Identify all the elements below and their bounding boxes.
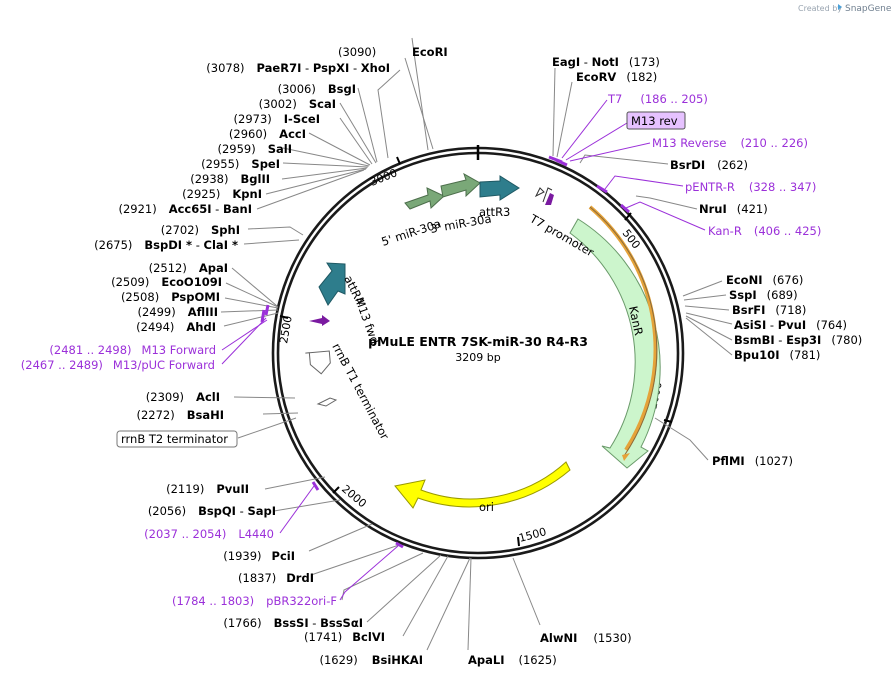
primer-label-m13-forward[interactable]: (2481 .. 2498)M13 Forward	[49, 343, 216, 357]
primer-leader-lines	[221, 99, 706, 601]
mir30-5-feature[interactable]	[404, 187, 445, 210]
primer-label-pentr-r[interactable]: pENTR-R(328 .. 347)	[685, 180, 816, 194]
primer-label-m13-puc-forward[interactable]: (2467 .. 2489)M13/pUC Forward	[21, 358, 215, 372]
enzyme-label-bsssi[interactable]: (1766)BssSI - BssSαI	[223, 616, 363, 630]
enzyme-label-ecori-pos: (3090)	[338, 45, 376, 59]
enzyme-label-ecori[interactable]: EcoRI	[412, 45, 448, 59]
primer-marks	[260, 155, 630, 549]
enzyme-label-bsihkai[interactable]: (1629)BsiHKAI	[319, 653, 423, 667]
t7-arrow-tip	[534, 187, 545, 198]
primer-labels: T7(186 .. 205) M13 rev M13 Reverse(210 .…	[607, 92, 821, 238]
enzyme-label-bspdi[interactable]: (2675)BspDI * - ClaI *	[94, 238, 238, 252]
enzyme-label-bclvi[interactable]: (1741)BclVI	[304, 630, 385, 644]
ori-feature[interactable]	[394, 461, 571, 509]
plasmid-name: pMuLE ENTR 7SK-miR-30 R4-R3	[368, 334, 588, 349]
enzyme-label-bspqi[interactable]: (2056)BspQI - SapI	[148, 504, 276, 518]
enzyme-label-bsmbi[interactable]: BsmBI - Esp3I(780)	[734, 333, 862, 347]
m13-fwd-mark	[309, 315, 330, 326]
enzyme-label-i-scei[interactable]: (2973)I-SceI	[234, 112, 320, 126]
enzyme-label-apali[interactable]: ApaLI(1625)	[468, 653, 557, 667]
enzyme-label-afliii[interactable]: (2499)AflIII	[137, 305, 218, 319]
primer-label-m13-rev: M13 rev	[631, 114, 678, 128]
enzyme-label-apai[interactable]: (2512)ApaI	[149, 261, 228, 275]
tick-label-500: 500	[620, 227, 643, 252]
enzyme-labels-left: (1629)BsiHKAI (1741)BclVI (1766)BssSI - …	[94, 61, 423, 667]
plasmid-size: 3209 bp	[455, 351, 500, 364]
primer-label-t7[interactable]: T7(186 .. 205)	[607, 92, 708, 106]
rrnb-terminator-icon	[305, 350, 331, 375]
tick-mark-2000	[332, 486, 340, 494]
tick-mark-2500	[279, 315, 289, 319]
enzyme-label-spei[interactable]: (2955)SpeI	[201, 157, 280, 171]
enzyme-label-bsgi[interactable]: (3006)BsgI	[278, 82, 356, 96]
tick-mark-1000	[663, 419, 673, 423]
t7-promoter-arrow-icon	[542, 187, 553, 203]
primer-label-kan-r[interactable]: Kan-R(406 .. 425)	[708, 224, 821, 238]
primer-label-m13-reverse[interactable]: M13 Reverse(210 .. 226)	[652, 136, 808, 150]
orf-arrowhead	[622, 453, 630, 461]
enzyme-label-bsrdi[interactable]: BsrDI(262)	[670, 158, 748, 172]
kanr-label: KanR	[626, 305, 646, 337]
mir30-3-feature[interactable]	[440, 172, 481, 198]
credit-label: Created by	[798, 4, 842, 13]
enzyme-label-acci[interactable]: (2960)AccI	[229, 127, 306, 141]
orf-outline-core	[589, 206, 658, 457]
enzyme-label-scai[interactable]: (3002)ScaI	[259, 97, 336, 111]
primer-labels-left: (2481 .. 2498)M13 Forward (2467 .. 2489)…	[21, 343, 337, 608]
tick-label-2500: 2500	[277, 315, 295, 345]
tick-mark-1500	[517, 536, 520, 547]
rrnb-t2-badge[interactable]	[116, 430, 238, 448]
enzyme-label-econi[interactable]: EcoNI(676)	[726, 273, 803, 287]
tick-mark-3000	[396, 156, 401, 165]
enzyme-label-eagi[interactable]: EagI - NotI(173)	[552, 55, 660, 69]
enzyme-label-pflmi[interactable]: PflMI(1027)	[712, 454, 793, 468]
tick-label-3000: 3000	[368, 166, 399, 189]
enzyme-label-bpu10i[interactable]: Bpu10I(781)	[734, 348, 820, 362]
enzyme-label-bglii[interactable]: (2938)BglII	[190, 172, 270, 186]
attr4-feature[interactable]	[318, 262, 346, 306]
enzyme-label-sali[interactable]: (2959)SalI	[217, 142, 292, 156]
enzyme-label-acli[interactable]: (2309)AclI	[146, 390, 220, 404]
enzyme-label-sspi[interactable]: SspI(689)	[729, 288, 798, 302]
brand-label: SnapGene	[845, 4, 892, 14]
primer-label-l4440[interactable]: (2037 .. 2054)L4440	[144, 527, 274, 541]
rrnb-t1-label: rrnB T1 terminator	[329, 341, 392, 442]
t7-promoter-mark	[545, 193, 554, 205]
kanr-feature[interactable]	[569, 218, 661, 469]
ori-label: ori	[479, 500, 494, 514]
enzyme-label-ahdi[interactable]: (2494)AhdI	[136, 320, 216, 334]
enzyme-label-ecoo109i[interactable]: (2509)EcoO109I	[111, 275, 222, 289]
enzyme-label-pcii[interactable]: (1939)PciI	[223, 549, 295, 563]
enzyme-labels-right: EagI - NotI(173) EcoRV(182) BsrDI(262) N…	[338, 45, 862, 667]
snapgene-logo-icon	[838, 4, 842, 10]
rrnb-t2-icon	[316, 397, 338, 407]
enzyme-label-alwni[interactable]: AlwNI(1530)	[540, 631, 632, 645]
rrnb-t2-leader	[237, 417, 297, 439]
enzyme-label-paer7i[interactable]: (3078)PaeR7I - PspXI - XhoI	[206, 61, 390, 75]
enzyme-label-pspomi[interactable]: (2508)PspOMI	[121, 290, 220, 304]
enzyme-label-nrui[interactable]: NruI(421)	[699, 202, 768, 216]
tick-mark-500	[624, 212, 632, 221]
m13-rev-badge[interactable]	[626, 111, 686, 130]
enzyme-label-acc65i[interactable]: (2921)Acc65I - BanI	[118, 202, 252, 216]
enzyme-label-bsrfi[interactable]: BsrFI(718)	[732, 303, 806, 317]
attr3-feature[interactable]	[479, 175, 520, 201]
enzyme-label-bsahi[interactable]: (2272)BsaHI	[136, 408, 224, 422]
enzyme-label-kpni[interactable]: (2925)KpnI	[182, 187, 262, 201]
enzyme-label-sphi[interactable]: (2702)SphI	[161, 223, 240, 237]
enzyme-label-drdi[interactable]: (1837)DrdI	[238, 571, 314, 585]
primer-label-pbr322ori-f[interactable]: (1784 .. 1803)pBR322ori-F	[172, 594, 337, 608]
enzyme-label-pvuii[interactable]: (2119)PvuII	[166, 482, 249, 496]
enzyme-label-asisi[interactable]: AsiSI - PvuI(764)	[734, 318, 847, 332]
rrnb-t2-label: rrnB T2 terminator	[121, 432, 228, 446]
attr3-label: attR3	[479, 205, 510, 219]
enzyme-label-ecorv[interactable]: EcoRV(182)	[576, 70, 657, 84]
